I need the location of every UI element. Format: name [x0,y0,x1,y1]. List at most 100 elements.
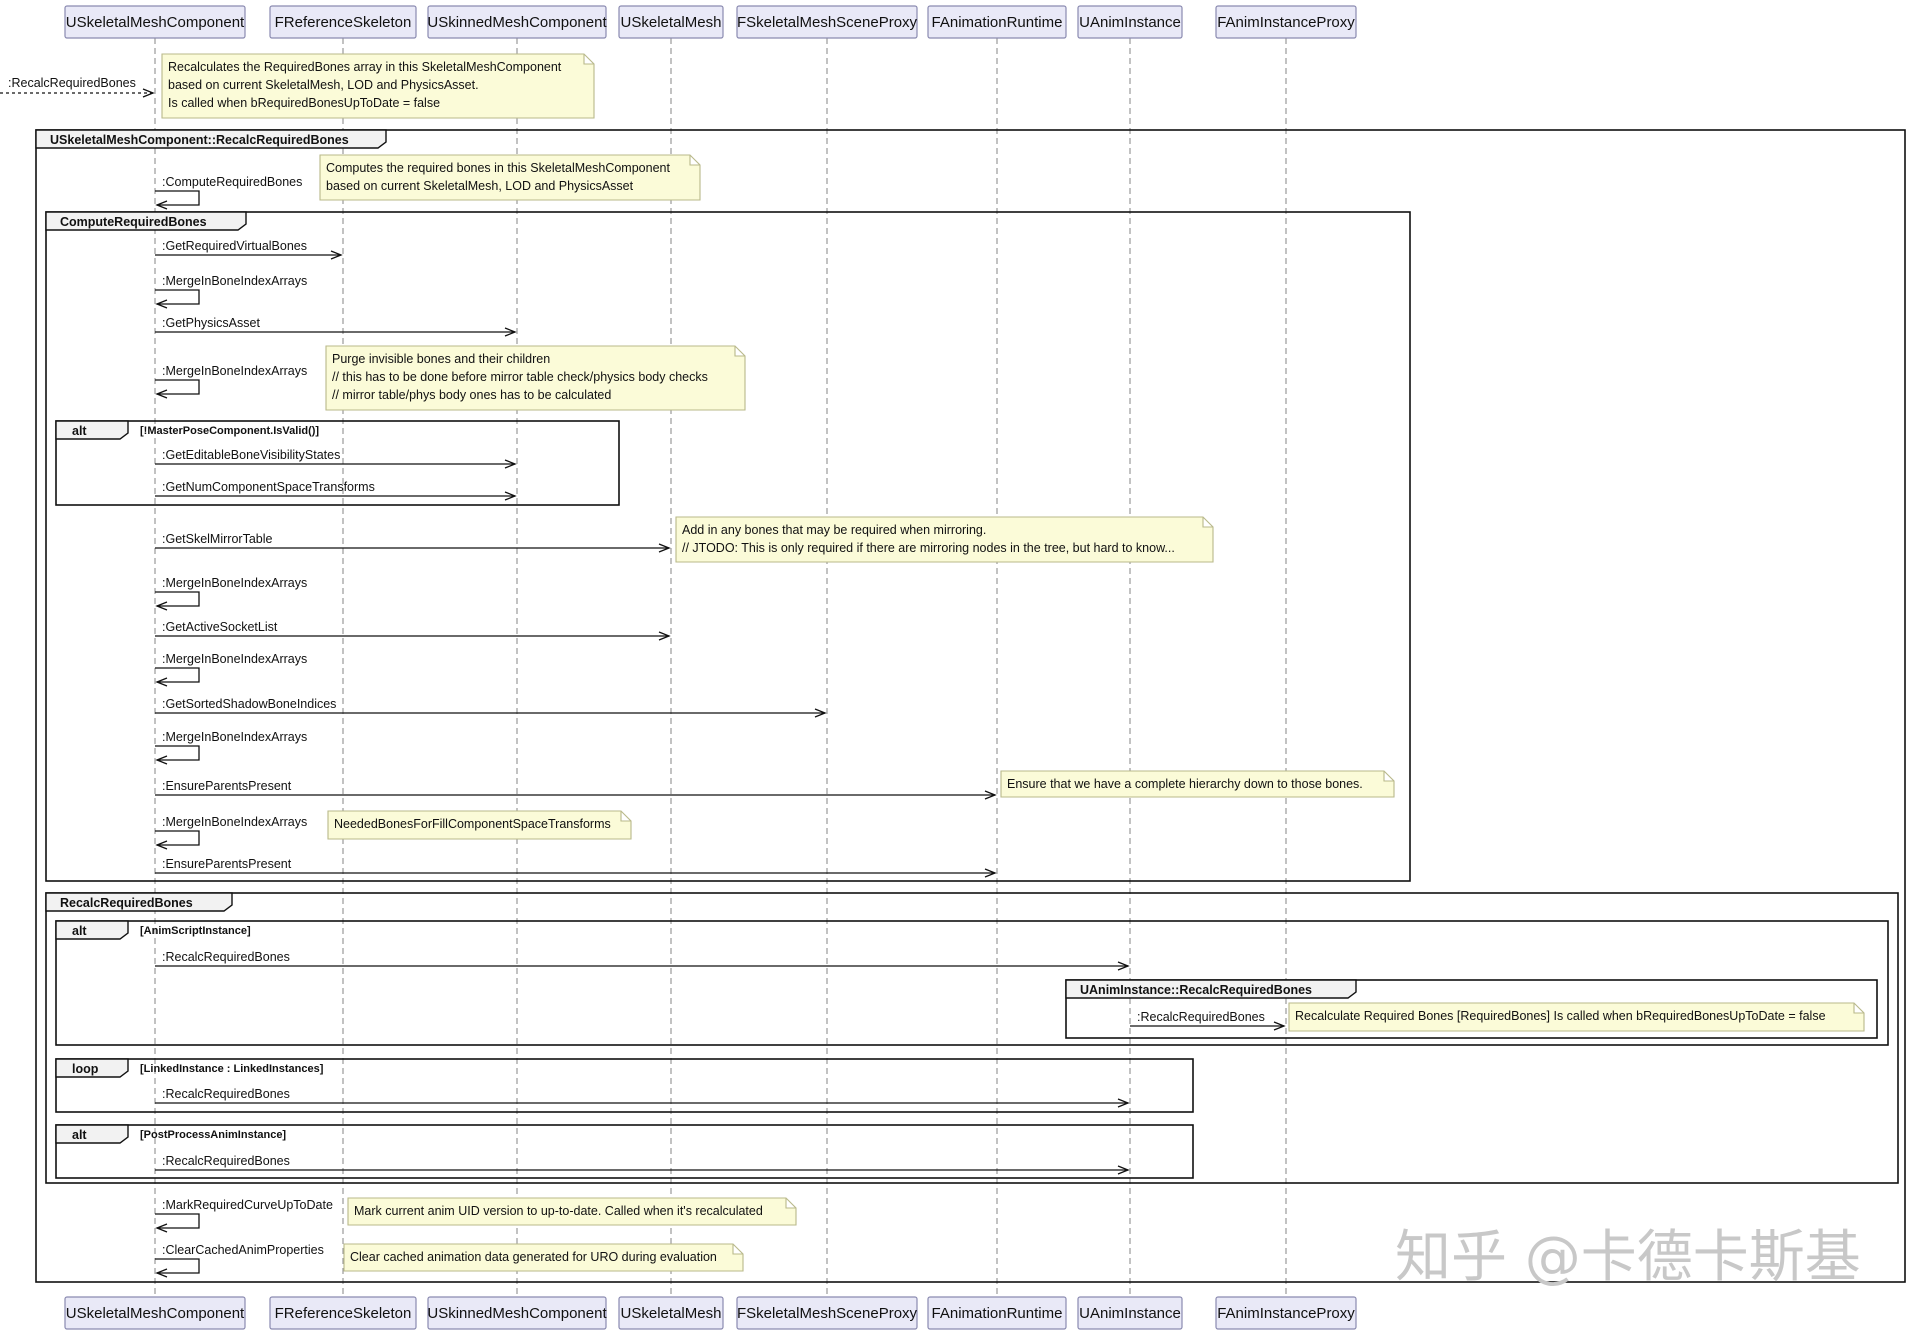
frame-title: USkeletalMeshComponent::RecalcRequiredBo… [50,133,349,147]
arrowhead [658,631,671,641]
arrowhead [155,601,168,611]
message-label: :RecalcRequiredBones [162,950,290,964]
note-line: // mirror table/phys body ones has to be… [332,388,611,402]
participant-rect [269,1296,417,1330]
participant-top[interactable]: USkinnedMeshComponent [427,5,607,39]
participant-name: FSkeletalMeshSceneProxy [737,14,918,31]
frame-group: UAnimInstance::RecalcRequiredBones [1065,979,1878,1039]
note-line: based on current SkeletalMesh, LOD and P… [168,78,479,92]
message-arrow: :RecalcRequiredBones [155,1154,1130,1175]
message-label: :MergeInBoneIndexArrays [162,364,307,378]
participant-bottom[interactable]: FSkeletalMeshSceneProxy [736,1296,918,1330]
message-label: :GetSortedShadowBoneIndices [162,697,336,711]
self-message: :MergeInBoneIndexArrays [155,274,307,309]
self-loop [155,190,200,206]
participant-rect [269,5,417,39]
frame-title: alt [72,424,87,438]
entry-message-label: :RecalcRequiredBones [8,76,136,90]
frame-title: alt [72,924,87,938]
participant-bottom[interactable]: USkeletalMesh [618,1296,724,1330]
participant-top[interactable]: USkeletalMesh [618,5,724,39]
message-label: :GetRequiredVirtualBones [162,239,307,253]
entry-message: :RecalcRequiredBones [0,76,155,98]
participant-rect [427,5,607,39]
arrowhead [155,299,168,309]
participant-name: USkeletalMeshComponent [66,1305,245,1322]
message-label: :RecalcRequiredBones [1137,1010,1265,1024]
frame-tab [55,920,129,940]
note: Clear cached animation data generated fo… [343,1243,744,1272]
self-loop [155,830,200,846]
message-label: :EnsureParentsPresent [162,857,292,871]
note-line: Recalculates the RequiredBones array in … [168,60,562,74]
note: Add in any bones that may be required wh… [675,516,1214,563]
message-label: :MergeInBoneIndexArrays [162,576,307,590]
note: NeededBonesForFillComponentSpaceTransfor… [327,810,632,840]
self-message: :MergeInBoneIndexArrays [155,364,307,399]
note-line: Recalculate Required Bones [RequiredBone… [1295,1009,1826,1023]
participant-name: FAnimationRuntime [932,1305,1063,1322]
message-arrow: :EnsureParentsPresent [155,857,997,878]
frame-title: ComputeRequiredBones [60,215,207,229]
participant-top[interactable]: USkeletalMeshComponent [64,5,246,39]
participant-bottom[interactable]: FReferenceSkeleton [269,1296,417,1330]
message-label: :MergeInBoneIndexArrays [162,815,307,829]
frame-title: UAnimInstance::RecalcRequiredBones [1080,983,1312,997]
participant-bottom[interactable]: USkeletalMeshComponent [64,1296,246,1330]
message-arrow: :GetActiveSocketList [155,620,671,641]
message-label: :GetSkelMirrorTable [162,532,272,546]
participant-bottom[interactable]: FAnimationRuntime [927,1296,1067,1330]
arrowhead [330,250,343,260]
self-loop [155,745,200,761]
participant-top[interactable]: FReferenceSkeleton [269,5,417,39]
note-line: Clear cached animation data generated fo… [350,1250,717,1264]
frame-tab [55,420,129,440]
participant-bottom[interactable]: USkinnedMeshComponent [427,1296,607,1330]
frame-alt: alt[AnimScriptInstance] [55,920,1889,1046]
participant-rect [1077,1296,1183,1330]
message-label: :GetEditableBoneVisibilityStates [162,448,340,462]
frame-group: RecalcRequiredBones [45,892,1899,1184]
participant-bottom[interactable]: UAnimInstance [1077,1296,1183,1330]
note-line: Ensure that we have a complete hierarchy… [1007,777,1363,791]
frame-title: RecalcRequiredBones [60,896,193,910]
participant-rect [1077,5,1183,39]
frame-title: alt [72,1128,87,1142]
frame-guard: [PostProcessAnimInstance] [140,1129,286,1141]
arrowhead [155,200,168,210]
self-loop [155,1258,200,1274]
note: Ensure that we have a complete hierarchy… [1000,770,1395,798]
frame-tab [55,1058,129,1078]
participant-rect [618,5,724,39]
participant-top[interactable]: UAnimInstance [1077,5,1183,39]
arrowhead [1117,1165,1130,1175]
participant-top[interactable]: FAnimInstanceProxy [1215,5,1357,39]
participant-rect [1215,5,1357,39]
frame-group: USkeletalMeshComponent::RecalcRequiredBo… [35,129,1906,1283]
participant-name: USkinnedMeshComponent [427,14,607,31]
participant-rect [927,1296,1067,1330]
frame-border [55,420,620,506]
self-message: :MergeInBoneIndexArrays [155,652,307,687]
arrowhead [504,459,517,469]
message-arrow: :GetEditableBoneVisibilityStates [155,448,517,469]
arrowhead [984,868,997,878]
self-loop [155,667,200,683]
participant-rect [64,5,246,39]
frame-border [1065,979,1878,1039]
participant-name: FReferenceSkeleton [275,1305,412,1322]
frame-border [55,1058,1194,1113]
message-arrow: :GetPhysicsAsset [155,316,517,337]
note-shape [1288,1002,1865,1032]
participant-top[interactable]: FAnimationRuntime [927,5,1067,39]
frame-border [45,892,1899,1184]
participant-bottom[interactable]: FAnimInstanceProxy [1215,1296,1357,1330]
self-loop [155,289,200,305]
message-label: :RecalcRequiredBones [162,1087,290,1101]
note: Recalculates the RequiredBones array in … [161,53,595,119]
note-line: Purge invisible bones and their children [332,352,550,366]
message-label: :MarkRequiredCurveUpToDate [162,1198,333,1212]
note: Mark current anim UID version to up-to-d… [347,1197,797,1226]
note-line: // JTODO: This is only required if there… [682,541,1175,555]
participant-top[interactable]: FSkeletalMeshSceneProxy [736,5,918,39]
